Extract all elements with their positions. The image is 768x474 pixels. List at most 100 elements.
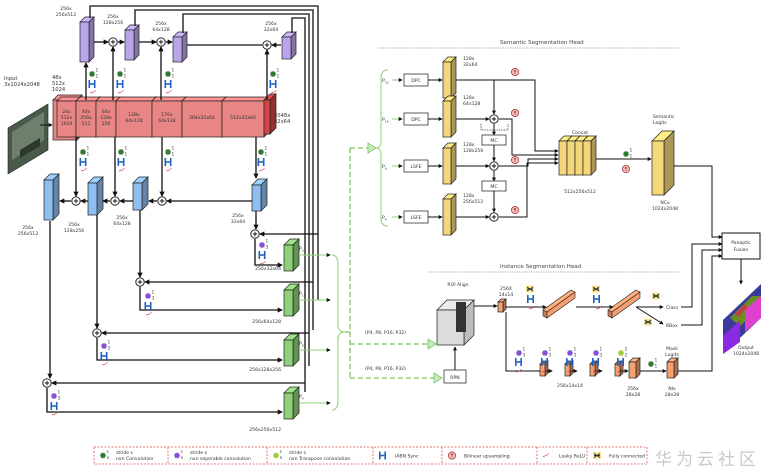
mask-mid-dims: 256x14x14 — [557, 383, 583, 389]
panoptic-fusion-label: Fusion — [734, 247, 749, 253]
svg-text:3: 3 — [600, 353, 603, 358]
semantic-feature-dims: 128x — [463, 95, 475, 101]
encoder-block-label: 24x — [62, 109, 71, 115]
leaky-relu-icon — [165, 89, 172, 94]
semantic-feature-dims: 128x — [463, 142, 475, 148]
green-conv-icon: sn — [100, 449, 110, 460]
pyramid-output-label: P4 — [299, 394, 304, 401]
svg-text:s: s — [280, 449, 282, 454]
mask-up-dims: 256x — [627, 386, 639, 392]
triangle-connector — [427, 338, 437, 350]
purple-sep-conv-icon: sn — [174, 449, 184, 460]
connector-line — [499, 118, 559, 157]
iabn-sync-icon — [50, 402, 58, 410]
svg-text:1: 1 — [574, 347, 577, 352]
pyramid-output-block — [283, 283, 300, 317]
svg-text:n: n — [280, 455, 283, 460]
add-node-icon — [489, 212, 499, 222]
semantic-feature-block — [442, 56, 457, 99]
iabn-sync-icon — [515, 358, 522, 366]
iabn-sync-icon — [144, 302, 152, 310]
encoder-last-block — [263, 93, 277, 135]
bilinear-upsampling-icon — [510, 155, 519, 164]
semantic-input-label: P32 — [382, 78, 389, 85]
legend-label: nxn Convolution — [116, 456, 154, 462]
leaky-relu-icon — [258, 167, 265, 172]
legend-label: Leaky ReLU — [559, 453, 585, 459]
input-dims: 3x1024x2048 — [4, 82, 40, 88]
iabn-sync-icon — [269, 80, 277, 88]
fully-connected-icon — [526, 285, 534, 293]
bilinear-upsampling-icon — [510, 205, 519, 214]
panoptic-fusion-box — [721, 232, 761, 260]
top-down-dims: 256x — [60, 6, 72, 12]
connector-line — [139, 287, 283, 313]
connector-line — [134, 9, 314, 330]
leaky-relu-icon — [101, 361, 108, 366]
svg-text:1: 1 — [124, 74, 127, 79]
semantic-feature-dims: 64x128 — [463, 101, 480, 107]
brace-line — [375, 69, 389, 227]
roi-feature-dims: 14x14 — [499, 292, 513, 298]
iabn-sync-icon — [617, 358, 624, 366]
iabn-sync-icon — [593, 295, 600, 303]
class-output-label: Class — [666, 305, 679, 311]
leaky-relu-icon — [541, 368, 548, 373]
svg-text:1: 1 — [172, 146, 175, 151]
iabn-sync-icon — [164, 158, 172, 166]
top-down-dims: 64x128 — [152, 27, 169, 33]
bilinear-upsampling-icon — [447, 451, 456, 460]
conv-1x1-icon: 11 — [623, 148, 633, 159]
roi-feature-block — [497, 298, 507, 313]
pyramid-output-block — [283, 386, 300, 420]
encoder-block-label: 256 — [102, 121, 111, 127]
leaky-relu-icon — [566, 368, 573, 373]
leaky-relu-icon — [592, 368, 599, 373]
encoder-last-label-1: 2048x — [274, 113, 290, 119]
semantic-input-label: P16 — [382, 117, 389, 124]
bottom-up-block — [43, 173, 60, 221]
top-down-dims: 256x512 — [56, 12, 76, 18]
add-node-icon — [157, 196, 167, 206]
bilinear-upsampling-icon — [622, 164, 631, 173]
pyramid-output-block — [283, 238, 300, 272]
separable-conv-icon: 13 — [542, 347, 552, 358]
legend-item: Leaky ReLU — [542, 453, 585, 459]
mask-feature-block — [589, 360, 599, 377]
leaky-relu-icon — [165, 167, 172, 172]
add-node-icon — [262, 40, 272, 50]
semantic-logits-dims: 1024x2048 — [652, 206, 678, 212]
leaky-relu-icon — [117, 89, 124, 94]
svg-text:1: 1 — [58, 390, 61, 395]
svg-text:n: n — [181, 455, 184, 460]
svg-text:3: 3 — [523, 353, 526, 358]
conv-1x1-icon: 11 — [258, 146, 268, 157]
iabn-sync-icon — [117, 158, 125, 166]
leaky-relu-icon — [89, 89, 96, 94]
encoder-backbone: 24x512x102440x256x51264x128x256128x64x12… — [52, 93, 277, 141]
encoder-block-label: 128x — [100, 115, 112, 121]
semantic-module-label: LSFE — [410, 164, 421, 170]
svg-text:3: 3 — [266, 245, 269, 250]
legend-item: iABN Sync — [379, 451, 419, 460]
encoder-block-label: 512x32x64 — [230, 115, 256, 121]
svg-text:1: 1 — [96, 68, 99, 73]
legend-item: Bilinear upsampling — [447, 451, 510, 460]
top-down-dims: 256x — [265, 21, 277, 27]
roi-inputs-label: (P4, P8, P16, P32) — [365, 330, 406, 336]
iabn-sync-icon — [592, 358, 599, 366]
fully-connected-icon — [593, 452, 601, 459]
legend-label: Bilinear upsampling — [464, 453, 510, 459]
rpn-inputs-label: (P4, P8, P16, P32) — [365, 366, 406, 372]
add-node-icon — [489, 114, 499, 124]
bottom-up-dims: 128x256 — [64, 228, 84, 234]
semantic-logits-block — [651, 130, 675, 196]
mask-upsampled-block — [628, 357, 641, 379]
svg-text:s: s — [181, 449, 183, 454]
panoptic-output-image — [723, 284, 761, 354]
semantic-input-label: P4 — [382, 215, 387, 222]
semantic-feature-dims: 32x64 — [463, 62, 477, 68]
semantic-feature-dims: 128x256 — [463, 148, 483, 154]
legend-label: nxn Transpose convolution — [289, 456, 350, 462]
